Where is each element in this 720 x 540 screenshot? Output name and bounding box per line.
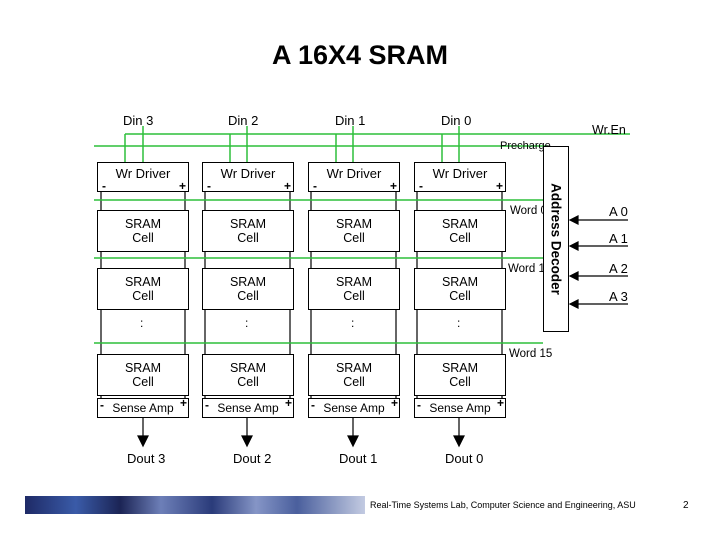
address-decoder-label: Address Decoder (548, 183, 564, 295)
address-a2-label: A 2 (609, 261, 628, 276)
wr-driver-1: Wr Driver (308, 162, 400, 192)
word-1-label: Word 1 (508, 263, 545, 275)
sense-amp-1-plus: + (391, 396, 399, 410)
wr-driver-1-plus: + (390, 179, 398, 193)
wr-driver-0: Wr Driver (414, 162, 506, 192)
din-1-label: Din 1 (335, 113, 366, 128)
sense-amp-3: Sense Amp (97, 398, 189, 418)
ellipsis: : (457, 316, 461, 330)
din-3-label: Din 3 (123, 113, 154, 128)
wr-driver-0-minus: - (419, 179, 423, 193)
address-a0-label: A 0 (609, 204, 628, 219)
din-0-label: Din 0 (441, 113, 472, 128)
dout-arrows (137, 415, 465, 448)
dout-3-label: Dout 3 (127, 451, 166, 466)
sense-amp-1-minus: - (311, 398, 315, 412)
precharge-label: Precharge (500, 140, 551, 152)
ellipsis: : (245, 316, 249, 330)
page-number: 2 (683, 500, 689, 511)
din-2-label: Din 2 (228, 113, 259, 128)
wr-driver-2-plus: + (284, 179, 292, 193)
wr-driver-0-plus: + (496, 179, 504, 193)
ellipsis: : (140, 316, 144, 330)
sense-amp-0-minus: - (417, 398, 421, 412)
dout-0-label: Dout 0 (445, 451, 484, 466)
sense-amp-1: Sense Amp (308, 398, 400, 418)
word-0-label: Word 0 (510, 205, 547, 217)
wr-driver-3-minus: - (102, 179, 106, 193)
word-15-label: Word 15 (509, 348, 553, 360)
word-lines (94, 199, 543, 344)
wr-driver-2-minus: - (207, 179, 211, 193)
sense-amp-3-minus: - (100, 398, 104, 412)
address-a3-label: A 3 (609, 289, 628, 304)
dout-1-label: Dout 1 (339, 451, 378, 466)
footer-banner-image (25, 496, 365, 514)
address-arrows (568, 215, 628, 309)
sense-amp-2-plus: + (285, 396, 293, 410)
page-title: A 16X4 SRAM (271, 40, 449, 70)
sense-amp-2: Sense Amp (202, 398, 294, 418)
sense-amp-0-plus: + (497, 396, 505, 410)
wr-en-bus (124, 133, 630, 162)
sense-amp-2-minus: - (205, 398, 209, 412)
wr-driver-3: Wr Driver (97, 162, 189, 192)
wr-driver-3-plus: + (179, 179, 187, 193)
wr-driver-1-minus: - (313, 179, 317, 193)
ellipsis: : (351, 316, 355, 330)
sense-amp-3-plus: + (180, 396, 188, 410)
address-a1-label: A 1 (609, 231, 628, 246)
din-wires (142, 126, 460, 162)
wr-driver-2: Wr Driver (202, 162, 294, 192)
sense-amp-0: Sense Amp (414, 398, 506, 418)
address-decoder: Address Decoder (543, 146, 569, 332)
wr-en-label: Wr.En (592, 123, 626, 137)
footer-text: Real-Time Systems Lab, Computer Science … (370, 500, 636, 510)
dout-2-label: Dout 2 (233, 451, 272, 466)
